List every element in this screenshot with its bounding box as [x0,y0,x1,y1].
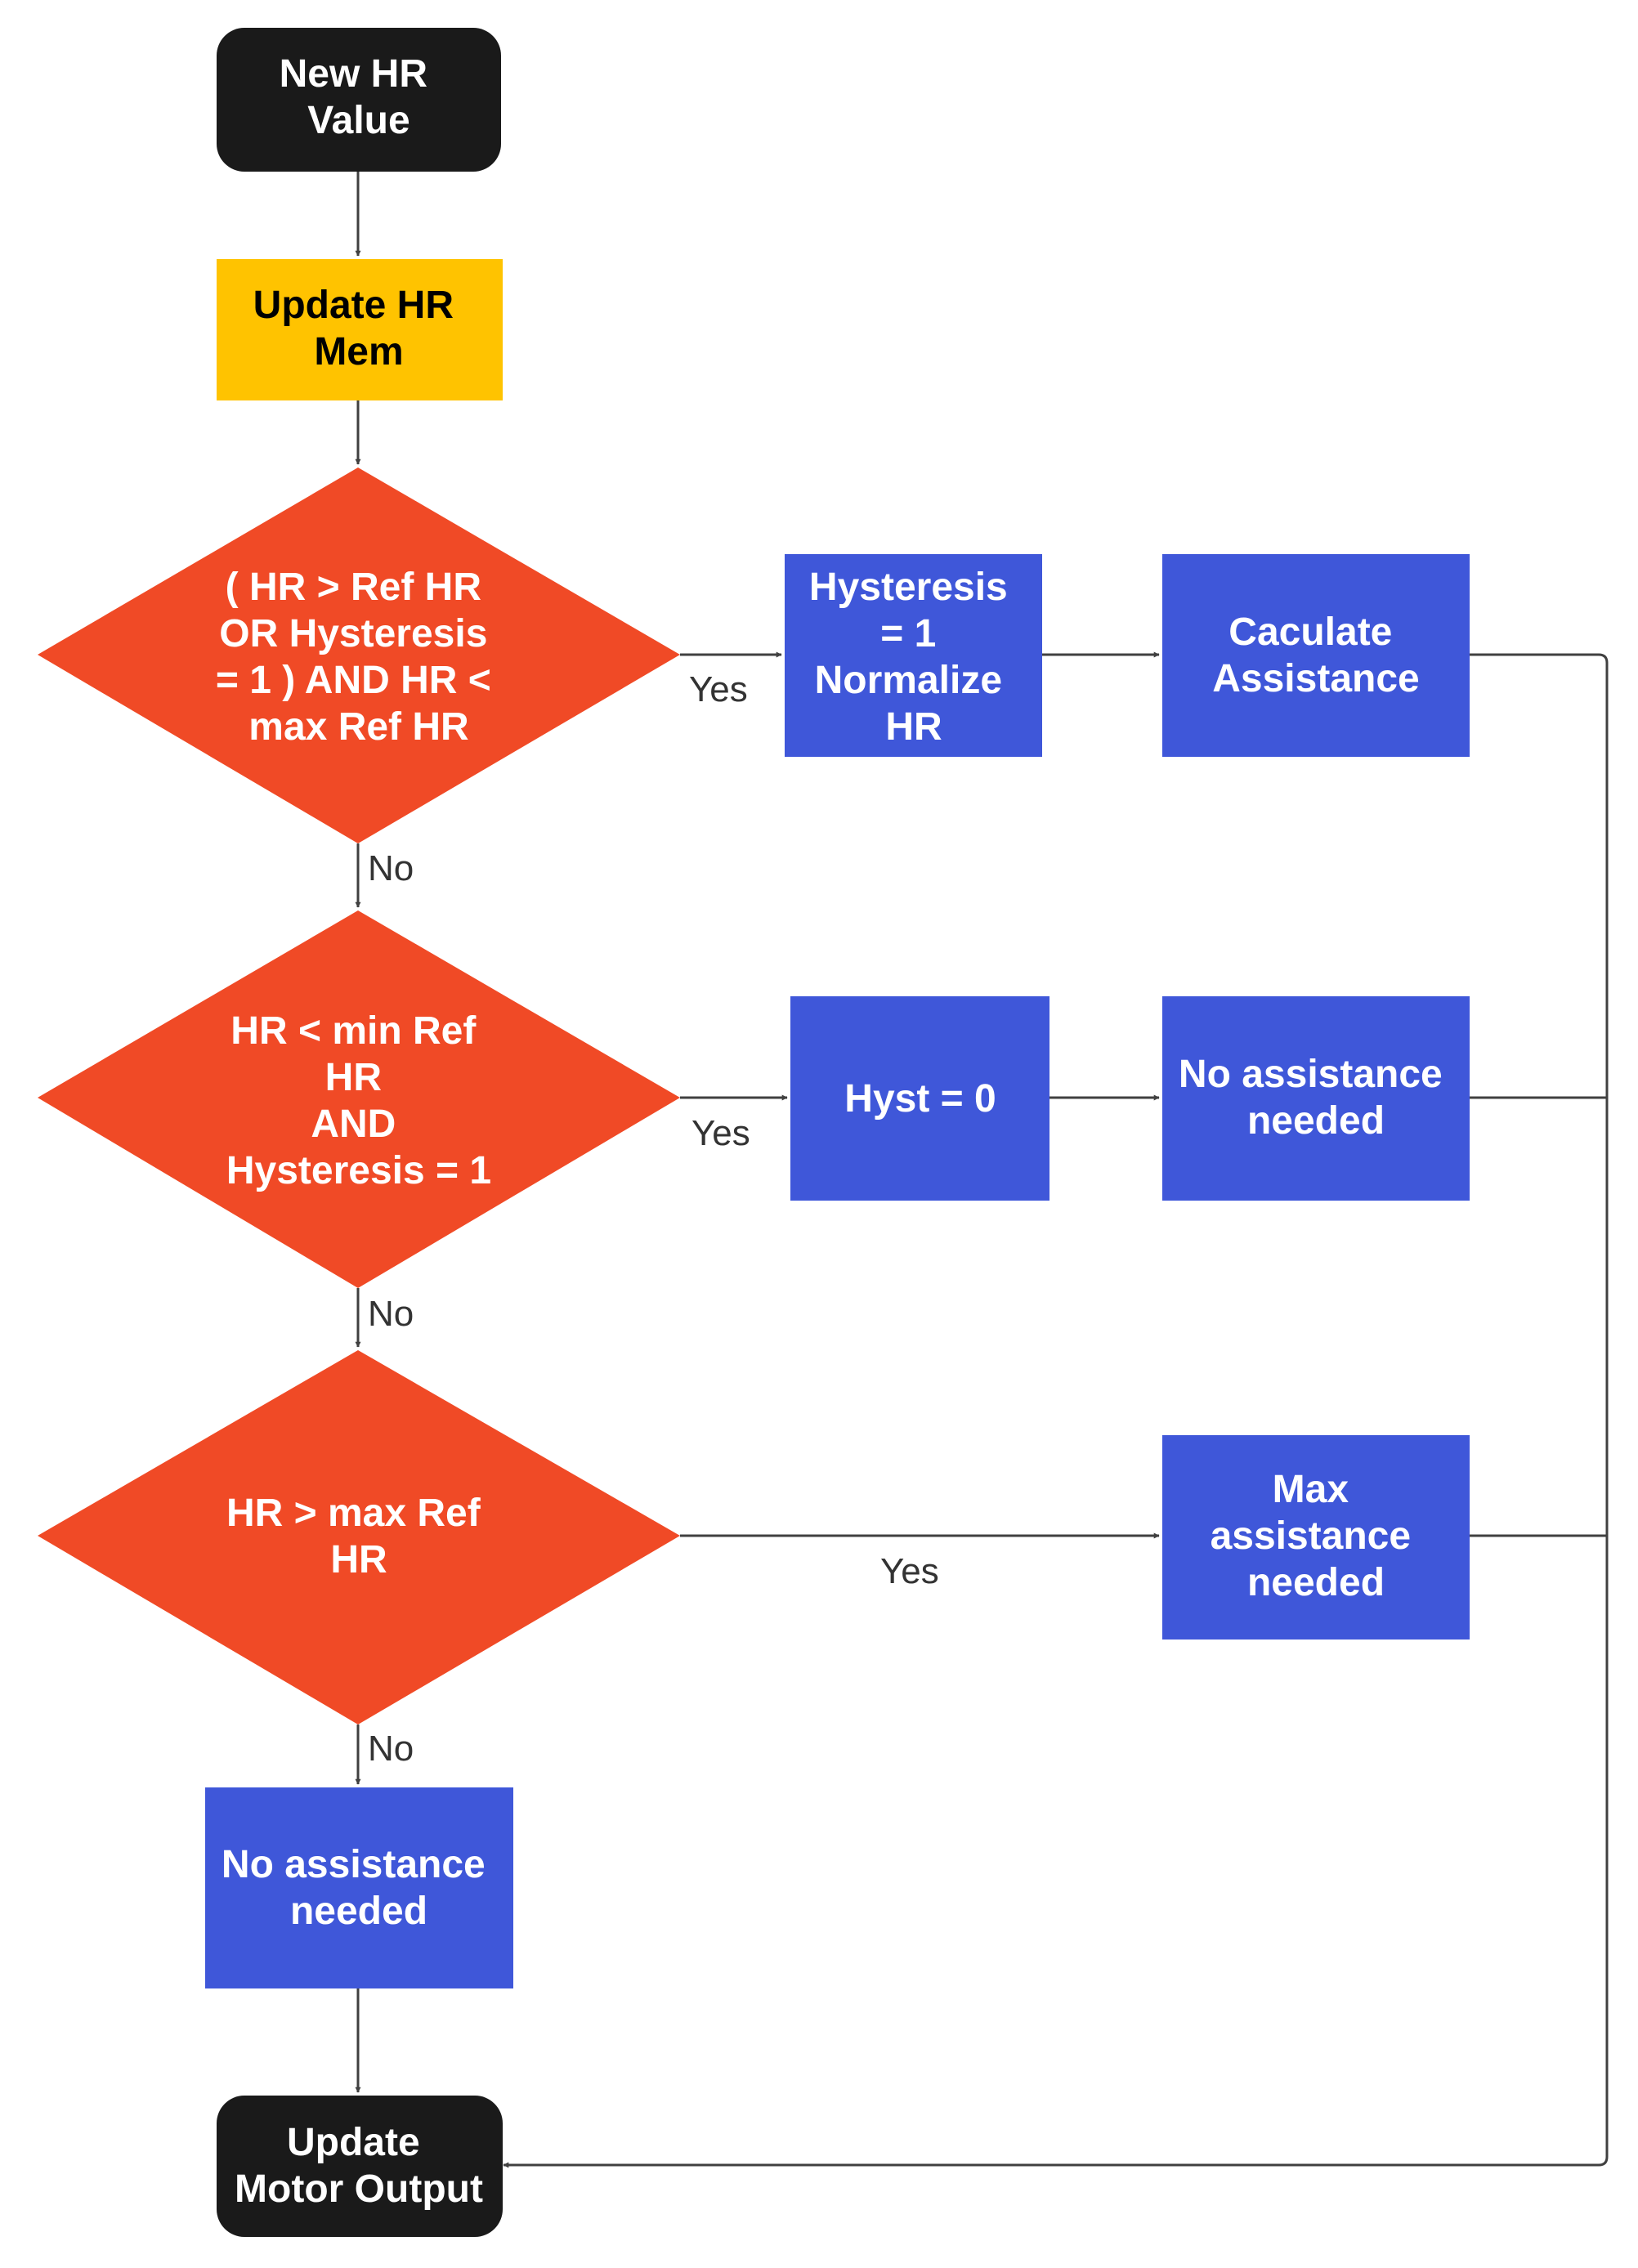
process-max-assistance-label: Max assistance needed [1211,1468,1422,1604]
process-no-assistance-2-label: No assistance needed [222,1843,496,1933]
calc-assist-line-1: Caculate [1228,611,1392,654]
hyst-normalize-line-2: = 1 [880,612,936,655]
decision2-line-3: AND [311,1103,396,1146]
process-update-mem: Update HR Mem [217,259,503,400]
decision1-line-2: OR Hysteresis [219,612,487,655]
edge-merge-right [503,653,1609,2168]
decision-3: HR > max Ref HR [38,1350,680,1724]
process-hyst-zero-label: Hyst = 0 [844,1077,996,1121]
decision3-line-2: HR [330,1538,387,1581]
decision1-line-3: = 1 ) AND HR < [216,659,491,702]
decision-1-shape [38,467,680,843]
calc-assist-line-2: Assistance [1212,657,1419,700]
decision2-line-4: Hysteresis = 1 [226,1149,491,1192]
terminal-end-label: Update Motor Output [235,2121,483,2211]
hyst-normalize-line-3: Normalize [815,659,1002,702]
hyst-normalize-line-1: Hysteresis [809,566,1008,609]
terminal-start-shape [217,28,501,172]
max-assist-line-3: needed [1247,1561,1385,1604]
edge-label-no-3: No [368,1729,414,1769]
end-line-1: Update [287,2121,420,2164]
no-assist-1-line-2: needed [1247,1099,1385,1143]
decision2-line-2: HR [325,1056,382,1099]
edge-label-no-1: No [368,848,414,888]
terminal-start: New HR Value [217,28,501,172]
hyst-zero-line-1: Hyst = 0 [844,1077,996,1121]
edge-label-yes-2: Yes [691,1113,750,1153]
process-update-mem-shape [217,259,503,400]
no-assist-1-line-1: No assistance [1179,1053,1443,1096]
process-no-assistance-1-shape [1162,996,1470,1201]
process-hysteresis-normalize-shape [785,554,1042,757]
decision1-line-4: max Ref HR [248,705,468,749]
terminal-end-shape [217,2096,503,2237]
decision-1-label: ( HR > Ref HR OR Hysteresis = 1 ) AND HR… [216,566,502,749]
start-line-2: Value [307,99,410,142]
decision-1: ( HR > Ref HR OR Hysteresis = 1 ) AND HR… [38,467,680,843]
decision-2: HR < min Ref HR AND Hysteresis = 1 [38,910,680,1288]
decision3-line-1: HR > max Ref [226,1492,481,1535]
edge-label-yes-1: Yes [689,669,748,709]
terminal-start-label: New HR Value [280,52,439,142]
process-no-assistance-1-label: No assistance needed [1179,1053,1453,1143]
edge-label-yes-3: Yes [880,1551,939,1591]
start-line-1: New HR [280,52,427,96]
decision-2-shape [38,910,680,1288]
process-hysteresis-normalize-label: Hysteresis = 1 Normalize HR [809,566,1018,749]
decision-3-label: HR > max Ref HR [226,1492,491,1581]
process-max-assistance: Max assistance needed [1162,1435,1470,1639]
process-hyst-zero: Hyst = 0 [790,996,1049,1201]
hyst-normalize-line-4: HR [885,705,942,749]
process-no-assistance-1: No assistance needed [1162,996,1470,1201]
max-assist-line-1: Max [1273,1468,1349,1511]
process-no-assistance-2-shape [205,1787,513,1988]
process-no-assistance-2: No assistance needed [205,1787,513,1988]
process-update-mem-label: Update HR Mem [253,284,465,374]
decision1-line-1: ( HR > Ref HR [226,566,481,609]
end-line-2: Motor Output [235,2167,483,2211]
process-calculate-assistance-shape [1162,554,1470,757]
update-mem-line-1: Update HR [253,284,454,327]
process-hysteresis-normalize: Hysteresis = 1 Normalize HR [785,554,1042,757]
decision-3-shape [38,1350,680,1724]
no-assist-2-line-2: needed [290,1890,427,1933]
process-calculate-assistance-label: Caculate Assistance [1212,611,1419,700]
process-hyst-zero-shape [790,996,1049,1201]
max-assist-line-2: assistance [1211,1514,1412,1558]
terminal-end: Update Motor Output [217,2096,503,2237]
edges [355,172,1609,2168]
no-assist-2-line-1: No assistance [222,1843,486,1886]
edge-labels: Yes Yes Yes No No No [368,669,939,1769]
process-max-assistance-shape [1162,1435,1470,1639]
update-mem-line-2: Mem [314,330,403,374]
decision2-line-1: HR < min Ref [230,1009,477,1053]
edge-label-no-2: No [368,1294,414,1334]
decision-2-label: HR < min Ref HR AND Hysteresis = 1 [226,1009,491,1192]
process-calculate-assistance: Caculate Assistance [1162,554,1470,757]
